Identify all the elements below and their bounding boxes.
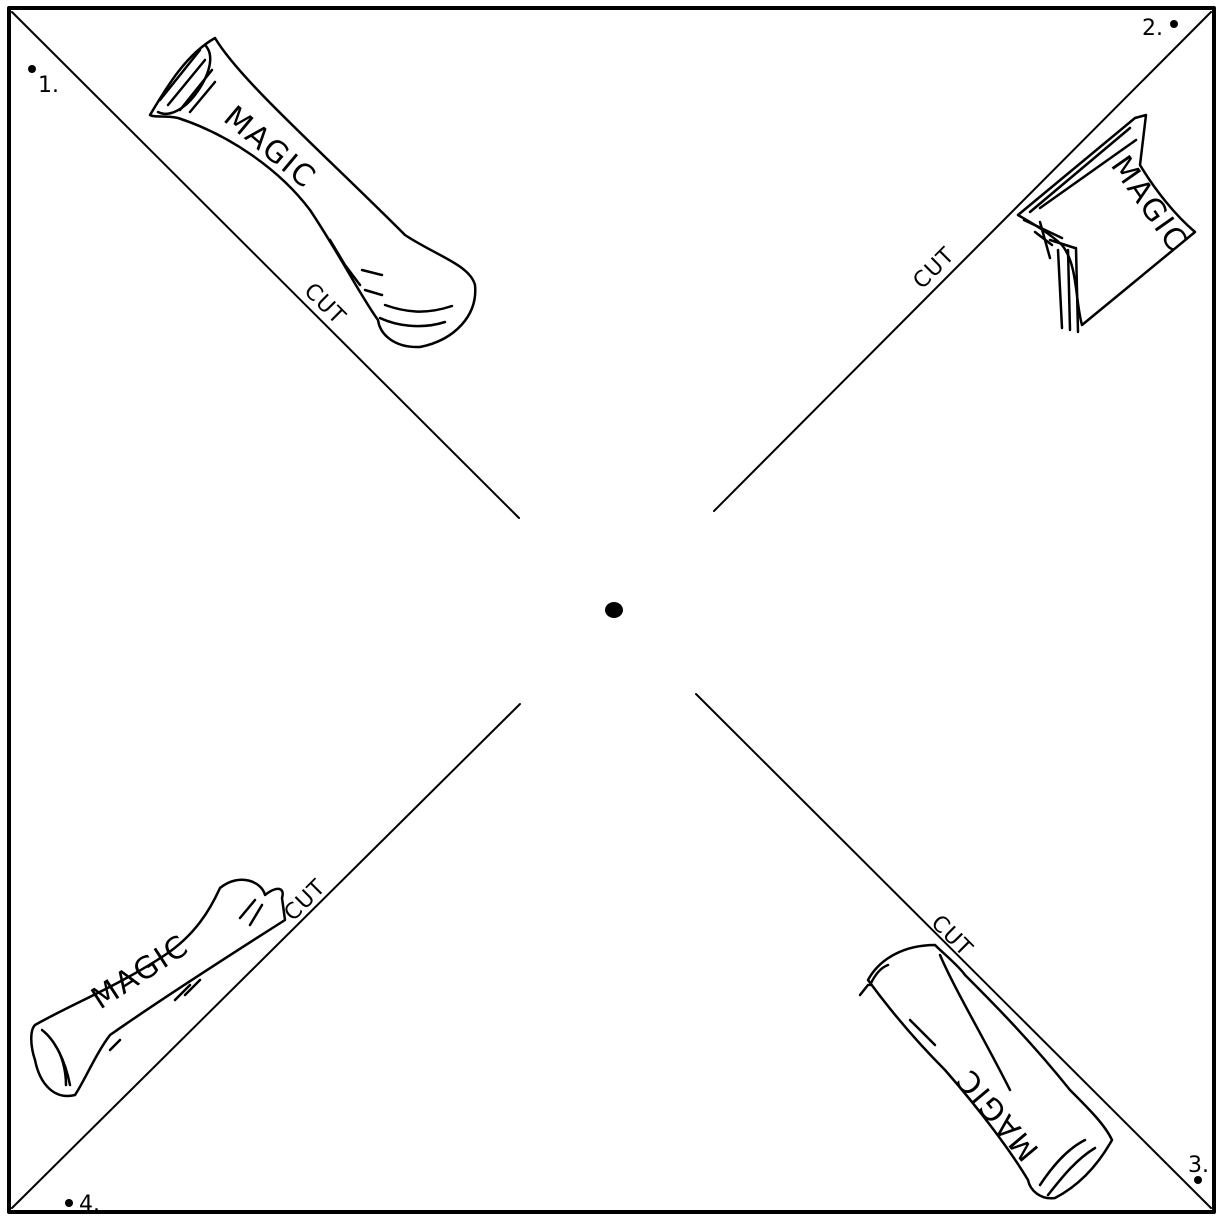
center-pin-dot <box>605 602 623 618</box>
corner-label-1: 1. <box>38 73 59 98</box>
corner-dot-2 <box>1170 20 1178 28</box>
scroll-bottom-right-label: MAGIC <box>949 1061 1046 1167</box>
corner-label-4: 4. <box>79 1192 100 1217</box>
corner-label-3: 3. <box>1188 1153 1209 1178</box>
scroll-top-right-label: MAGIC <box>1103 150 1194 259</box>
cut-label-bottom-right: CUT <box>926 911 978 963</box>
cut-line-top-left <box>12 12 519 518</box>
corner-dot-4 <box>65 1199 73 1207</box>
cut-label-top-right: CUT <box>909 243 961 295</box>
cut-label-top-left: CUT <box>299 279 351 331</box>
cut-line-top-right <box>714 12 1211 511</box>
scroll-bottom-left-label: MAGIC <box>85 928 195 1017</box>
corner-label-2: 2. <box>1142 16 1163 41</box>
cut-line-bottom-left <box>12 704 520 1208</box>
corner-dot-1 <box>28 65 36 73</box>
scroll-top-left-label: MAGIC <box>217 99 323 196</box>
